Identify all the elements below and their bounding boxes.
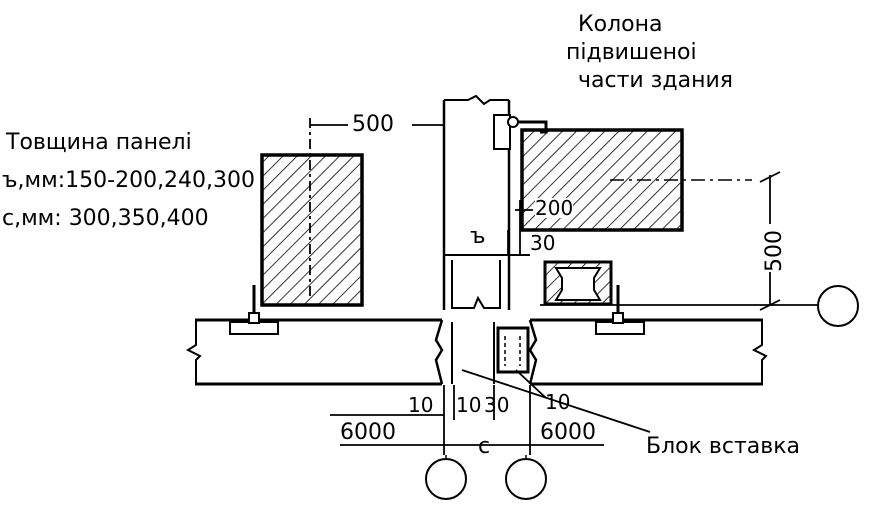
bottom-dim-10-left: 10: [408, 393, 434, 417]
grid-dim-6000-right: 6000: [540, 420, 596, 445]
dim-500-top: 500: [352, 112, 394, 137]
b-values-line: ъ,мм:150-200,240,300: [2, 168, 256, 193]
panel-thickness-title: Товщина панелі: [6, 130, 192, 155]
dim-b: ъ: [470, 224, 486, 249]
insert-block: [496, 326, 530, 374]
column-title-line3: части здания: [578, 68, 733, 93]
bottom-dim-10-right: 10: [545, 390, 571, 414]
bottom-dim-30: 30: [484, 393, 510, 417]
grid-axis-right-bottom: [505, 458, 547, 500]
dim-500-right: 500: [762, 230, 787, 272]
grid-dim-c: с: [478, 434, 491, 459]
channel-element: [543, 260, 613, 306]
anchor-plates: [229, 285, 645, 335]
floor-slabs: [185, 318, 768, 386]
dimension-lines: [309, 118, 820, 455]
dim-30-right: 30: [530, 231, 556, 255]
column-bracket: [493, 114, 548, 150]
raised-column: [442, 94, 530, 310]
c-values-line: с,мм: 300,350,400: [2, 206, 209, 231]
grid-axis-left-bottom: [425, 458, 467, 500]
grid-axis-right: [817, 285, 859, 327]
column-title-line1: Колона: [578, 12, 663, 37]
column-title-line2: підвишеноі: [566, 40, 697, 65]
grid-dim-6000-left: 6000: [340, 420, 396, 445]
insert-block-label: Блок вставка: [646, 434, 800, 459]
left-wall-panel: [260, 153, 364, 307]
bottom-dim-10-mid: 10: [456, 393, 482, 417]
dim-200: 200: [535, 196, 574, 220]
